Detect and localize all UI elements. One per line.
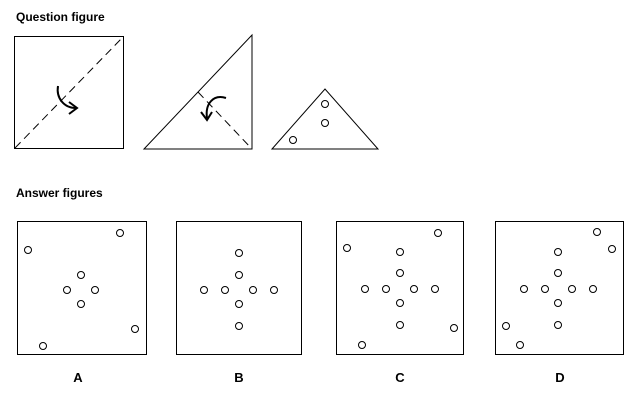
punch-hole bbox=[235, 249, 243, 257]
punch-hole bbox=[63, 286, 71, 294]
option-label-a: A bbox=[73, 370, 83, 385]
option-label-b: B bbox=[234, 370, 244, 385]
question-figure-triangle bbox=[142, 33, 253, 150]
question-figure-punched-triangle bbox=[270, 88, 380, 150]
punch-hole bbox=[24, 246, 32, 254]
option-label-d: D bbox=[555, 370, 565, 385]
punch-hole bbox=[361, 285, 369, 293]
punch-hole bbox=[77, 300, 85, 308]
punch-hole bbox=[77, 271, 85, 279]
punch-hole bbox=[396, 299, 404, 307]
punch-hole bbox=[396, 321, 404, 329]
answer-figures-heading: Answer figures bbox=[16, 186, 103, 200]
punch-hole bbox=[554, 299, 562, 307]
question-figure-heading: Question figure bbox=[16, 10, 105, 24]
punch-hole bbox=[235, 322, 243, 330]
punch-hole bbox=[249, 286, 257, 294]
answer-figure-a[interactable] bbox=[17, 221, 149, 357]
punch-hole bbox=[608, 245, 616, 253]
punch-hole bbox=[434, 229, 442, 237]
punch-hole bbox=[410, 285, 418, 293]
punch-hole bbox=[516, 341, 524, 349]
punch-hole bbox=[289, 136, 297, 144]
punch-hole bbox=[39, 342, 47, 350]
punch-hole bbox=[382, 285, 390, 293]
fold-line-perpendicular bbox=[197, 91, 253, 150]
answer-figure-d[interactable] bbox=[495, 221, 626, 357]
punch-hole bbox=[568, 285, 576, 293]
question-figure-square bbox=[14, 36, 124, 149]
punch-hole bbox=[450, 324, 458, 332]
punch-hole bbox=[235, 271, 243, 279]
punch-hole bbox=[116, 229, 124, 237]
fold-arrow-icon bbox=[56, 85, 77, 109]
punch-hole bbox=[235, 300, 243, 308]
punch-hole bbox=[554, 248, 562, 256]
punch-hole bbox=[554, 321, 562, 329]
punch-hole bbox=[396, 248, 404, 256]
punch-hole bbox=[541, 285, 549, 293]
punch-hole bbox=[593, 228, 601, 236]
punch-hole bbox=[396, 269, 404, 277]
punch-hole bbox=[321, 119, 329, 127]
answer-figure-c[interactable] bbox=[336, 221, 466, 357]
punch-hole bbox=[270, 286, 278, 294]
punch-hole bbox=[589, 285, 597, 293]
punch-hole bbox=[502, 322, 510, 330]
punch-hole bbox=[91, 286, 99, 294]
punch-hole bbox=[358, 341, 366, 349]
punch-hole bbox=[221, 286, 229, 294]
punch-hole bbox=[554, 269, 562, 277]
fold-arrow-icon bbox=[205, 96, 227, 119]
punch-hole bbox=[343, 244, 351, 252]
punch-hole bbox=[321, 100, 329, 108]
fold-line-diagonal bbox=[14, 36, 124, 149]
punch-hole bbox=[431, 285, 439, 293]
punch-hole bbox=[131, 325, 139, 333]
option-label-c: C bbox=[395, 370, 405, 385]
answer-figure-b[interactable] bbox=[176, 221, 304, 357]
punch-hole bbox=[520, 285, 528, 293]
punch-hole bbox=[200, 286, 208, 294]
